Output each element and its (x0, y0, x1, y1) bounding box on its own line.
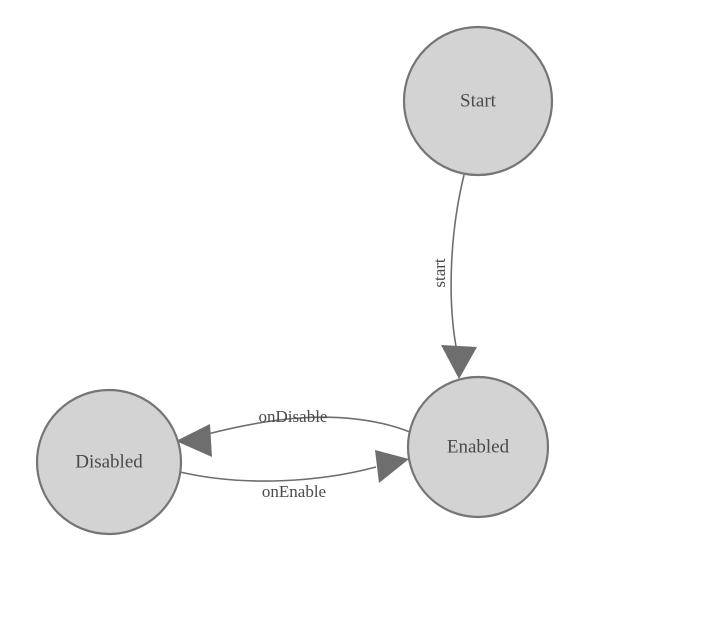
node-start[interactable]: Start (402, 25, 554, 177)
node-enabled[interactable]: Enabled (406, 375, 550, 519)
edge-start-to-enabled[interactable]: start (430, 174, 477, 379)
edge-path-start-to-enabled (450, 174, 465, 353)
node-start-circle (402, 25, 554, 177)
node-disabled[interactable]: Disabled (35, 388, 183, 536)
node-disabled-label: Disabled (75, 451, 143, 472)
node-start-label: Start (460, 90, 497, 111)
node-enabled-circle (406, 375, 550, 519)
edge-label-ondisable: onDisable (259, 407, 328, 426)
arrowhead-enabled-to-disabled (176, 424, 212, 457)
edge-label-start: start (430, 258, 449, 288)
arrowhead-disabled-to-enabled (375, 450, 409, 483)
edge-disabled-to-enabled[interactable]: onEnable (179, 450, 409, 501)
edge-enabled-to-disabled[interactable]: onDisable (176, 407, 411, 457)
node-disabled-circle (35, 388, 183, 536)
edge-path-disabled-to-enabled (179, 466, 377, 482)
edge-label-onenable: onEnable (262, 482, 326, 501)
edge-path-enabled-to-disabled (199, 416, 411, 437)
node-enabled-label: Enabled (447, 436, 510, 457)
arrowhead-start-to-enabled (441, 345, 477, 379)
